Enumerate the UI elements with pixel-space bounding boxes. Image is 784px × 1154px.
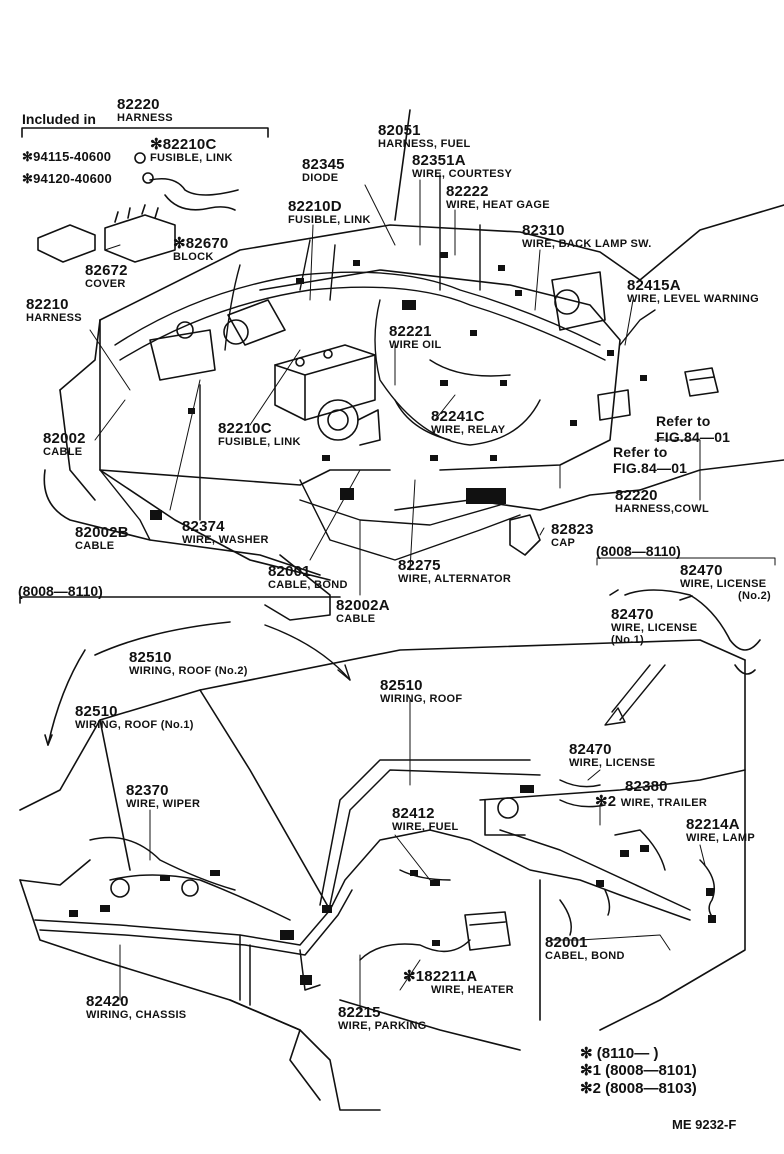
group-harness-label: 82220 HARNESS <box>117 96 173 124</box>
back-lamp <box>551 271 606 331</box>
fuel-pump <box>484 797 526 836</box>
starter-motor <box>223 299 286 346</box>
legend: ✻ (8110— ) ✻1 (8008—8101) ✻2 (8008—8103) <box>580 1045 697 1097</box>
part-94120-label: ✻94120-40600 <box>22 171 112 186</box>
heater-box <box>464 911 511 951</box>
wiper-motor <box>110 878 199 898</box>
refer-to-label-1: Refer to FIG.84—01 <box>656 413 731 445</box>
included-bracket <box>21 127 269 138</box>
chassis-body <box>19 639 746 1111</box>
ref-connector <box>684 367 719 397</box>
alternator <box>317 399 381 446</box>
date-range-left: (8008—8110) <box>18 583 103 599</box>
part-82510-no1-label: 82510 WIRING, ROOF (No.1) <box>75 703 194 731</box>
leader-lines-lower <box>119 699 706 1011</box>
leader-lines-upper <box>89 179 701 596</box>
license-wire-inset <box>596 557 776 675</box>
included-in-label: Included in <box>22 111 96 127</box>
part-82380-label: 82380 ✻2 WIRE, TRAILER <box>595 778 708 810</box>
legend-line-3: ✻2 (8008—8103) <box>580 1079 697 1097</box>
legend-line-1: ✻ (8110— ) <box>580 1045 659 1062</box>
date-range-right: (8008—8110) <box>596 543 681 559</box>
legend-line-2: ✻1 (8008—8101) <box>580 1062 697 1080</box>
engine-harness-wires <box>99 174 656 561</box>
refer-to-label-2: Refer to FIG.84—01 <box>613 444 688 476</box>
figure-code: ME 9232-F <box>672 1117 737 1132</box>
chassis-harness <box>34 759 716 1006</box>
washer-tank <box>149 321 216 381</box>
part-94115-label: ✻94115-40600 <box>22 149 112 164</box>
roof-wire-no2 <box>19 596 341 746</box>
relay-box <box>597 389 631 421</box>
battery <box>274 344 376 421</box>
connector-blobs <box>69 252 716 985</box>
transition-arrows <box>264 624 666 726</box>
cap-part <box>509 514 541 556</box>
